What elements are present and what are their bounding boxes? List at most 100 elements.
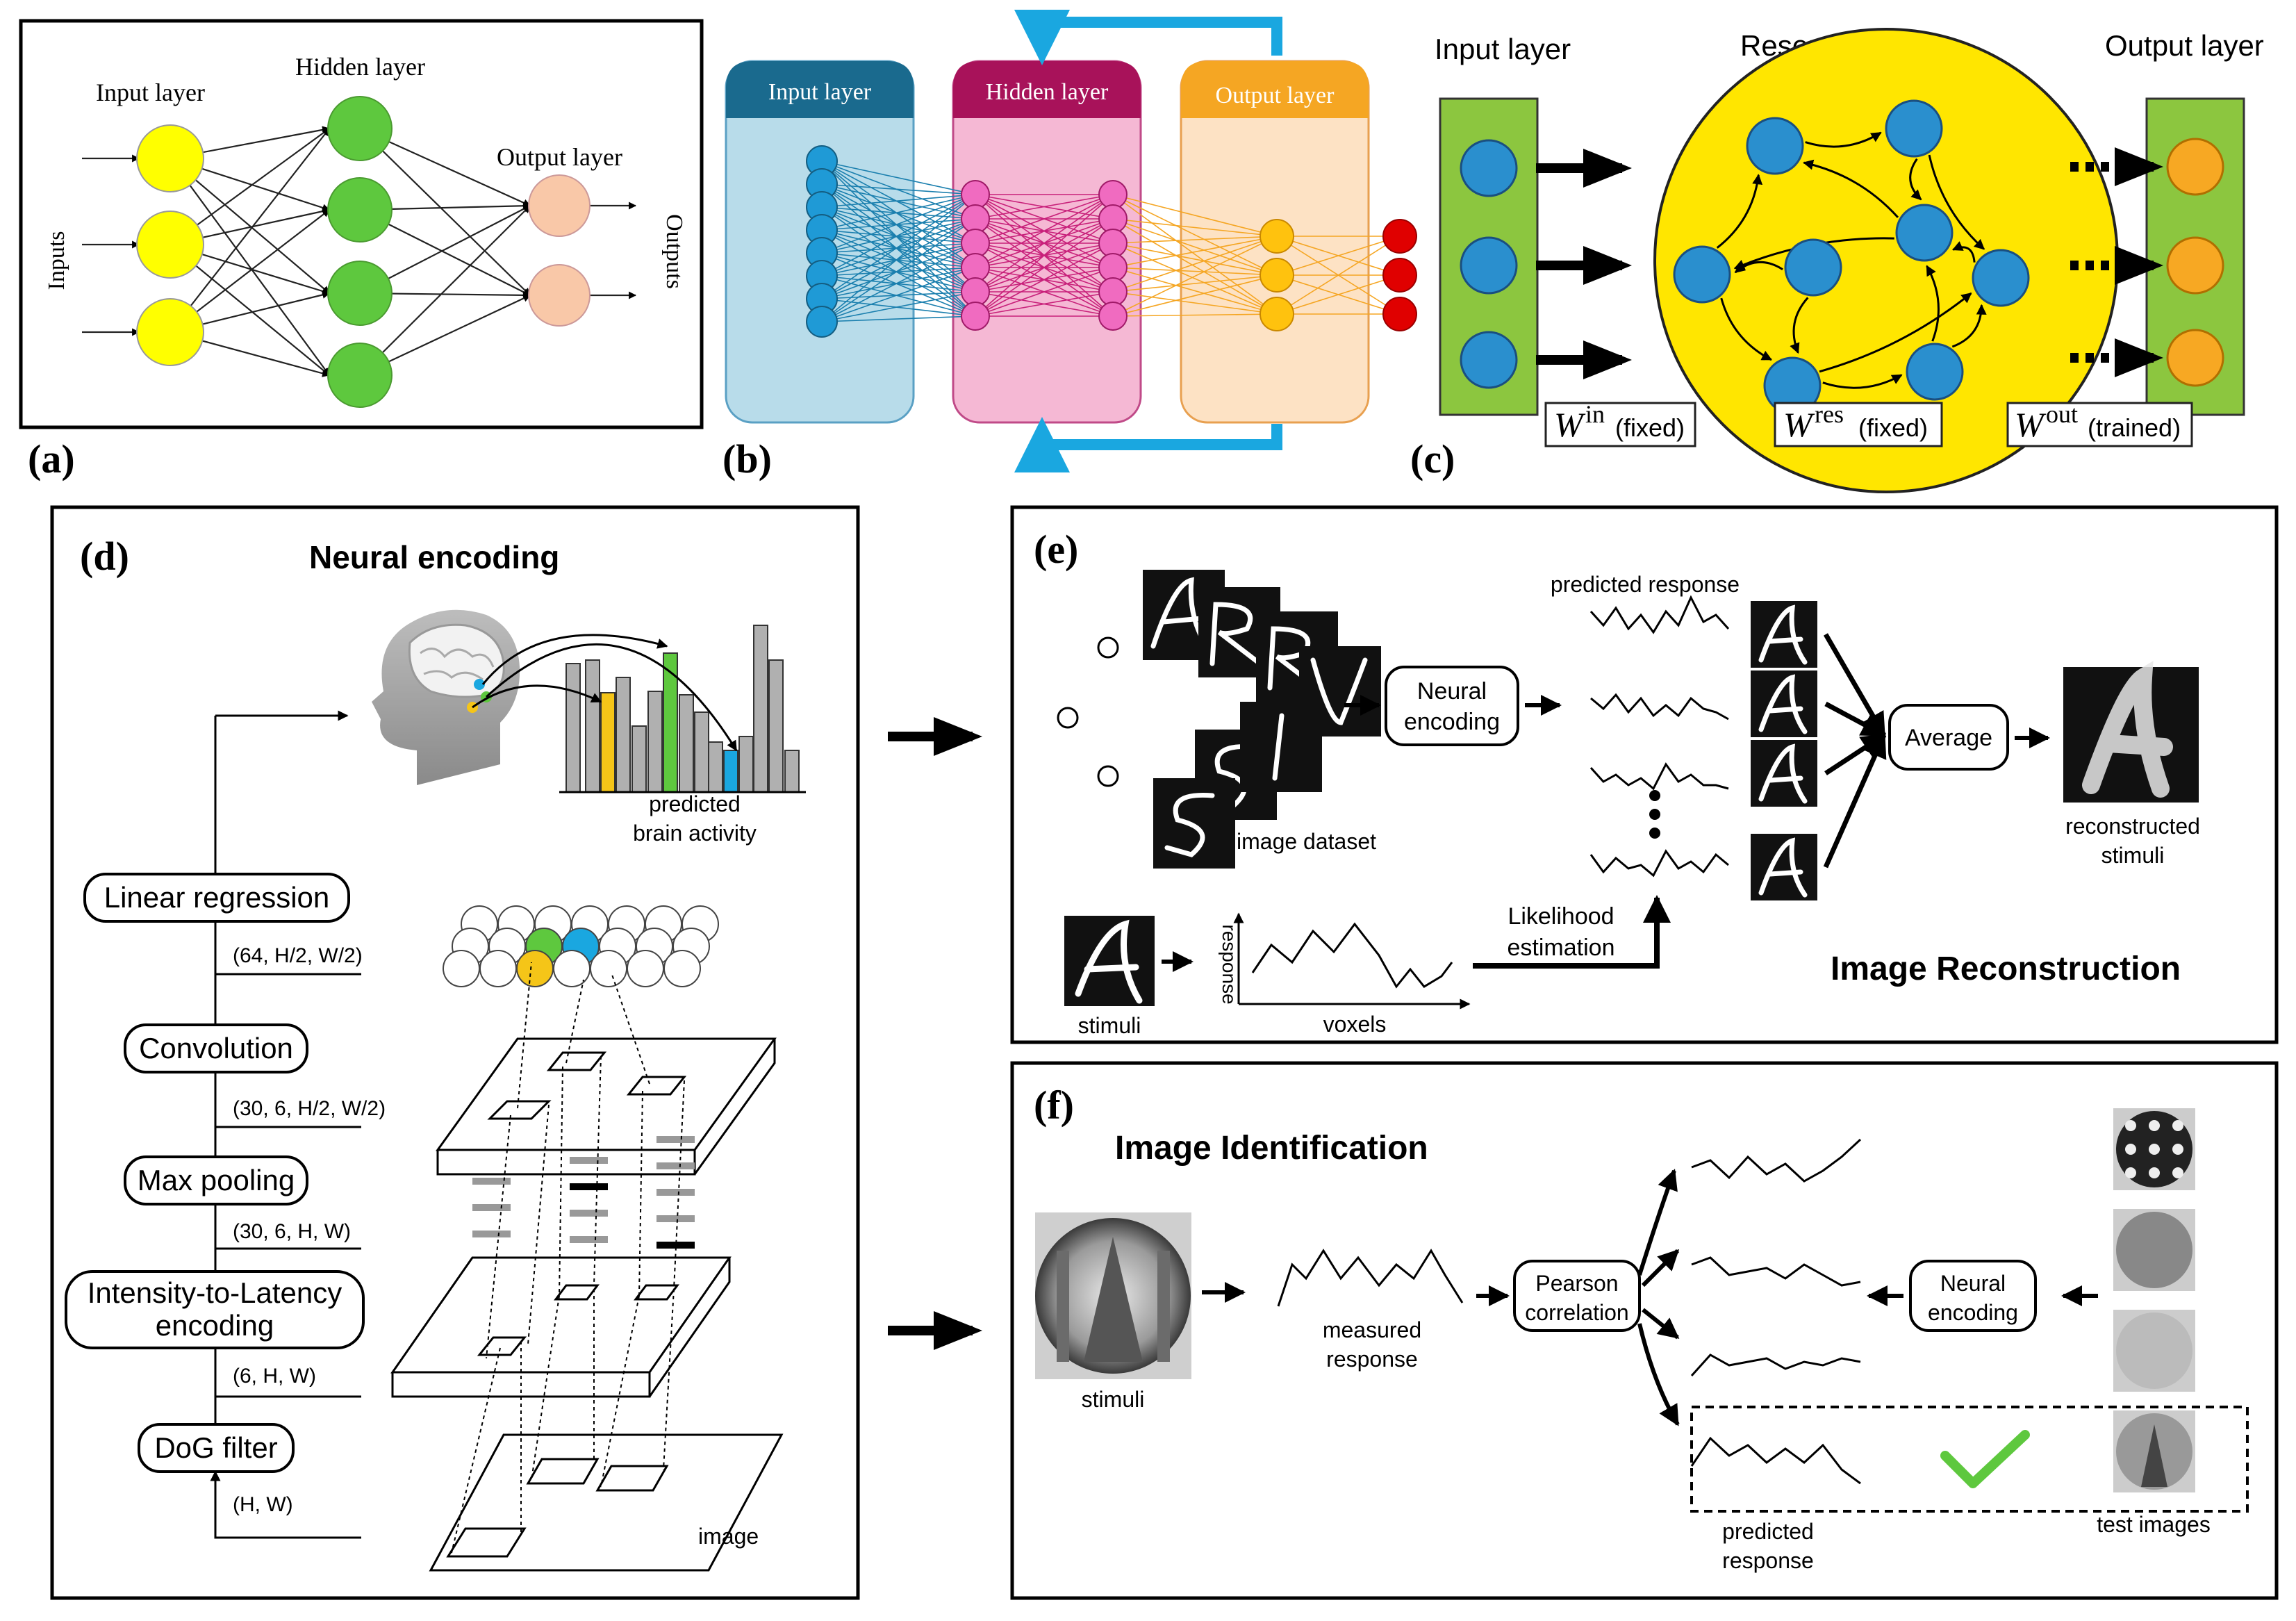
w-out-note: (trained) bbox=[2088, 413, 2181, 442]
pearson-box bbox=[1513, 1260, 1641, 1332]
activity-bar bbox=[600, 692, 616, 793]
reservoir-neuron bbox=[1746, 117, 1804, 175]
connection bbox=[1276, 274, 1401, 315]
connection bbox=[821, 218, 976, 231]
connection bbox=[975, 267, 1114, 317]
connection bbox=[1112, 236, 1278, 317]
connection bbox=[1112, 274, 1278, 293]
kernel-window bbox=[626, 1076, 687, 1096]
test-image bbox=[2113, 1209, 2195, 1291]
predicted-response-label-e: predicted response bbox=[1551, 572, 1740, 597]
activity-bar bbox=[694, 711, 709, 793]
predicted-label-f-1: predicted bbox=[1722, 1519, 1814, 1544]
input-node bbox=[806, 306, 838, 338]
connection bbox=[821, 183, 976, 268]
hidden-node bbox=[327, 177, 393, 242]
predicted-brain-activity-2: brain activity bbox=[633, 821, 757, 846]
reservoir-link bbox=[1822, 374, 1903, 389]
letter-stroke bbox=[1209, 602, 1267, 670]
panel-a-input-layer-label: Input layer bbox=[96, 79, 205, 106]
predicted-brain-activity-1: predicted bbox=[649, 791, 741, 816]
connection bbox=[170, 158, 330, 376]
panel-b-tag: (b) bbox=[722, 436, 772, 482]
dataset-letter-image bbox=[1240, 702, 1322, 792]
w-in-superscript: in bbox=[1585, 400, 1605, 428]
letter-stroke bbox=[1206, 743, 1257, 809]
panel-e-tag: (e) bbox=[1034, 527, 1078, 572]
output-neuron bbox=[2166, 236, 2224, 295]
connection bbox=[1112, 267, 1278, 315]
letter-stroke bbox=[1758, 604, 1808, 665]
panel-a-nodes bbox=[136, 96, 590, 408]
reservoir-link bbox=[1716, 174, 1763, 249]
panel-a: Input layer Hidden layer Output layer In… bbox=[19, 19, 704, 482]
connection bbox=[821, 242, 976, 254]
letter-stroke bbox=[1310, 657, 1368, 725]
connection bbox=[821, 194, 976, 299]
projection-line bbox=[451, 1347, 501, 1554]
neural-encoding-box-f bbox=[1909, 1260, 2037, 1332]
test-image-content bbox=[2116, 1313, 2192, 1389]
w-res-symbol: W bbox=[1783, 405, 1815, 444]
connection bbox=[1112, 236, 1278, 268]
projection-line bbox=[565, 979, 584, 1064]
tower bbox=[2141, 1424, 2167, 1487]
reservoir-link bbox=[1819, 292, 1972, 373]
svg-text:W: W bbox=[1554, 405, 1586, 444]
hidden-layer-header bbox=[953, 61, 1141, 118]
connection bbox=[975, 242, 1114, 317]
voxels-axis-label: voxels bbox=[1323, 1012, 1387, 1037]
test-image-content bbox=[2116, 1212, 2192, 1288]
max-pooling-label: Max pooling bbox=[138, 1164, 295, 1196]
stimulus-building-image bbox=[1035, 1212, 1191, 1379]
connection bbox=[1112, 242, 1278, 276]
connection bbox=[170, 128, 330, 333]
activity-bar bbox=[784, 750, 800, 793]
output-node bbox=[1260, 219, 1294, 254]
connection bbox=[821, 161, 976, 244]
readout-node bbox=[1382, 297, 1417, 331]
stimuli-label-f: stimuli bbox=[1082, 1387, 1145, 1412]
average-arrow bbox=[1824, 701, 1887, 738]
output-node bbox=[1260, 297, 1294, 331]
panel-f: (f) Image Identification stimuli measure… bbox=[1010, 1061, 2279, 1600]
reservoir-link bbox=[1928, 154, 1985, 250]
predicted-response-traces-f bbox=[1690, 1138, 1862, 1485]
max-pooling-box bbox=[124, 1155, 308, 1206]
intensity-latency-label-2: encoding bbox=[156, 1309, 274, 1342]
shape-label-5: (H, W) bbox=[233, 1493, 293, 1516]
connection bbox=[1112, 274, 1278, 317]
projection-line bbox=[600, 1295, 640, 1488]
connection bbox=[821, 275, 976, 317]
reservoir-neuron bbox=[1972, 249, 2030, 307]
connection bbox=[1276, 236, 1401, 315]
connection bbox=[359, 128, 531, 296]
measured-response-trace bbox=[1277, 1249, 1464, 1307]
connection bbox=[359, 205, 531, 376]
connection bbox=[821, 252, 976, 317]
activity-bar bbox=[753, 625, 768, 793]
activity-bar bbox=[723, 750, 738, 793]
image-dataset-letters bbox=[1143, 570, 1381, 869]
connection bbox=[1276, 236, 1401, 276]
dot bbox=[2125, 1144, 2136, 1155]
image-label: image bbox=[698, 1524, 759, 1549]
connection bbox=[821, 206, 976, 220]
dataset-letter-image bbox=[1153, 778, 1235, 869]
connection bbox=[821, 275, 976, 293]
convolution-label: Convolution bbox=[139, 1032, 293, 1064]
connection bbox=[821, 267, 976, 322]
connection bbox=[821, 242, 976, 299]
panel-f-frame bbox=[1010, 1061, 2279, 1600]
feedback-arrow-bottom bbox=[1014, 417, 1282, 472]
input-layer-header bbox=[726, 61, 914, 118]
connection bbox=[821, 229, 976, 268]
activity-bar bbox=[679, 694, 694, 793]
measured-label-1: measured bbox=[1323, 1317, 1421, 1342]
likelihood-arrow bbox=[1473, 895, 1671, 969]
receptive-field bbox=[526, 1458, 600, 1485]
predicted-trace bbox=[1690, 1353, 1861, 1377]
connection bbox=[821, 267, 976, 299]
reservoir-link bbox=[1951, 304, 1987, 348]
shape-label-4: (6, H, W) bbox=[233, 1365, 316, 1388]
